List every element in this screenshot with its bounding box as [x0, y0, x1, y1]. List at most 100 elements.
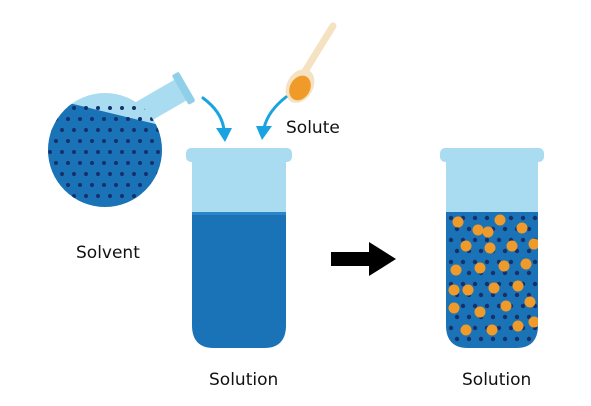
solute-particle: [460, 240, 472, 252]
solvent-particle: [478, 336, 484, 342]
solvent-particle: [478, 292, 484, 298]
solvent-particle: [78, 139, 82, 143]
solvent-particle: [66, 161, 70, 165]
solvent-particle: [54, 183, 58, 187]
solvent-particle: [490, 292, 496, 298]
solvent-particle: [520, 215, 526, 221]
solvent-particle: [54, 161, 58, 165]
solvent-particle: [48, 128, 52, 132]
solvent-particle: [520, 303, 526, 309]
solvent-particle: [48, 106, 52, 110]
solvent-particle: [460, 281, 466, 287]
solvent-particle: [508, 215, 514, 221]
solvent-particle: [526, 270, 532, 276]
solute-particle: [462, 284, 474, 296]
label-solution-left: Solution: [209, 370, 278, 390]
solute-particle: [486, 324, 498, 336]
solvent-particle: [508, 325, 514, 331]
solvent-particle: [526, 248, 532, 254]
solvent-particle: [496, 325, 502, 331]
solvent-particle: [138, 117, 142, 121]
solvent-particle: [526, 336, 532, 342]
solvent-particle: [72, 172, 76, 176]
solvent-particle: [48, 150, 52, 154]
solvent-particle: [78, 183, 82, 187]
solvent-particle: [484, 281, 490, 287]
solvent-particle: [478, 248, 484, 254]
solvent-particle: [120, 172, 124, 176]
solvent-particle: [144, 128, 148, 132]
solvent-particle: [484, 215, 490, 221]
solute-particle: [474, 262, 486, 274]
solvent-particle: [532, 281, 538, 287]
solvent-particle: [448, 325, 454, 331]
solute-particle: [452, 216, 464, 228]
solvent-particle: [60, 194, 64, 198]
solvent-particle: [108, 150, 112, 154]
solvent-particle: [60, 172, 64, 176]
solvent-particle: [132, 194, 136, 198]
solvent-particle: [114, 183, 118, 187]
solvent-particle: [78, 161, 82, 165]
solute-particle: [448, 302, 460, 314]
solute-particle: [484, 242, 496, 254]
solvent-particle: [472, 281, 478, 287]
solvent-particle: [126, 117, 130, 121]
solvent-particle: [126, 161, 130, 165]
solvent-particle: [466, 270, 472, 276]
solute-heap: [289, 75, 311, 101]
solvent-particle: [472, 259, 478, 265]
solvent-particle: [108, 106, 112, 110]
solvent-particle: [454, 226, 460, 232]
solvent-particle: [138, 161, 142, 165]
solvent-particle: [90, 117, 94, 121]
solvent-particle: [120, 128, 124, 132]
solvent-particle: [502, 314, 508, 320]
solvent-particle: [496, 237, 502, 243]
solvent-particle: [48, 194, 52, 198]
solvent-particle: [150, 139, 154, 143]
solute-particle: [448, 284, 460, 296]
solvent-particle: [156, 194, 160, 198]
solvent-particle: [526, 292, 532, 298]
solvent-particle: [60, 150, 64, 154]
solvent-particle: [502, 248, 508, 254]
solvent-particle: [539, 293, 543, 297]
solvent-particle: [526, 314, 532, 320]
solute-particle: [516, 222, 528, 234]
solvent-particle: [496, 303, 502, 309]
solvent-particle: [108, 128, 112, 132]
solvent-particle: [114, 117, 118, 121]
right-arrow-icon: [331, 242, 396, 276]
solvent-particle: [120, 150, 124, 154]
solvent-particle: [90, 139, 94, 143]
solvent-particle: [114, 161, 118, 165]
solvent-particle: [520, 237, 526, 243]
solute-particle: [500, 300, 512, 312]
solvent-particle: [54, 139, 58, 143]
solvent-particle: [90, 161, 94, 165]
solvent-particle: [132, 150, 136, 154]
solvent-particle: [162, 183, 166, 187]
solute-particles: [448, 214, 538, 336]
solvent-particle: [102, 161, 106, 165]
solvent-particle: [66, 139, 70, 143]
solvent-particle: [514, 248, 520, 254]
solvent-particle: [162, 161, 166, 165]
beaker-left-surface: [192, 212, 286, 215]
solvent-particle: [72, 106, 76, 110]
solvent-particle: [90, 183, 94, 187]
solvent-particle: [454, 248, 460, 254]
solvent-particle: [162, 117, 166, 121]
solute-particle: [488, 282, 500, 294]
solvent-particle: [108, 194, 112, 198]
solvent-particle: [454, 336, 460, 342]
solvent-particle: [539, 315, 543, 319]
solvent-particle: [490, 270, 496, 276]
solvent-particle: [72, 128, 76, 132]
solvent-particle: [66, 183, 70, 187]
solvent-particle: [144, 194, 148, 198]
solvent-particle: [60, 128, 64, 132]
solute-particle: [450, 264, 462, 276]
